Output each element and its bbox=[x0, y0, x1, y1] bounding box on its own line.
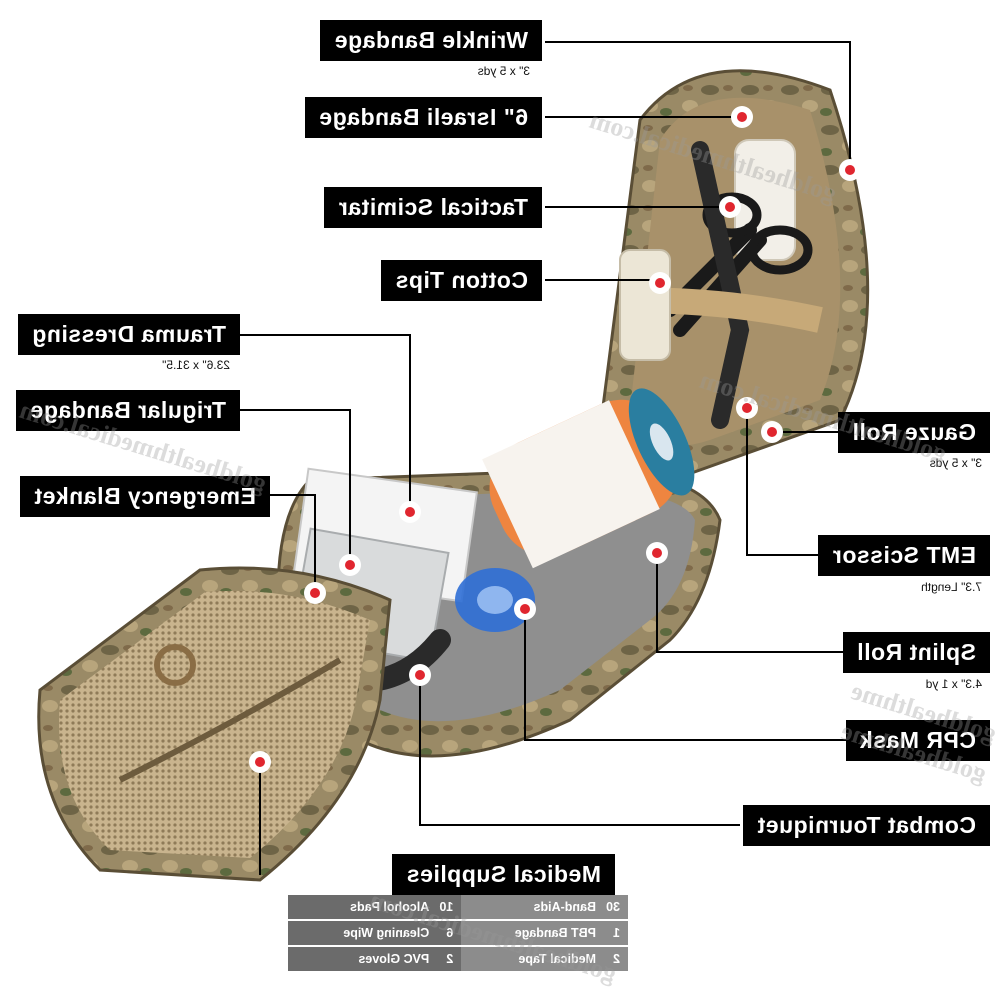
zipper-pull bbox=[154, 644, 196, 686]
label-splint-roll: Splint Roll bbox=[842, 632, 990, 673]
label-medical-supplies: Medical Supplies bbox=[392, 854, 615, 895]
sublabel-splint-roll: 4.3" x 1 yd bbox=[925, 677, 982, 691]
scimitar-item bbox=[691, 141, 750, 429]
supply-cell: 2PVC Gloves bbox=[288, 947, 462, 971]
splint-roll-item bbox=[482, 388, 695, 569]
marker-dots bbox=[249, 106, 861, 773]
label-emt-scissor: EMT Scissor bbox=[818, 535, 990, 576]
sublabel-wrinkle-bandage: 3" x 5 yds bbox=[477, 64, 530, 78]
cotton-tips-item bbox=[619, 249, 671, 361]
leader-lines bbox=[220, 41, 855, 875]
sublabel-emt-scissor: 7.3" Length bbox=[921, 580, 982, 594]
mesh-pocket-zipper bbox=[118, 657, 342, 783]
label-israeli-bandage: 6" Israeli Bandage bbox=[304, 97, 542, 138]
mesh-pocket-net bbox=[59, 590, 370, 858]
label-cotton-tips: Cotton Tips bbox=[381, 260, 542, 301]
supply-cell: 30Band-Aids bbox=[461, 895, 628, 919]
label-combat-tourniquet: Combat Tourniquet bbox=[743, 805, 990, 846]
label-wrinkle-bandage: Wrinkle Bandage bbox=[320, 20, 542, 61]
label-trauma-dressing: Trauma Dressing bbox=[17, 314, 240, 355]
sublabel-trauma-dressing: 23.6" x 31.5" bbox=[162, 358, 230, 372]
label-tactical-scimitar: Tactical Scimitar bbox=[324, 187, 542, 228]
